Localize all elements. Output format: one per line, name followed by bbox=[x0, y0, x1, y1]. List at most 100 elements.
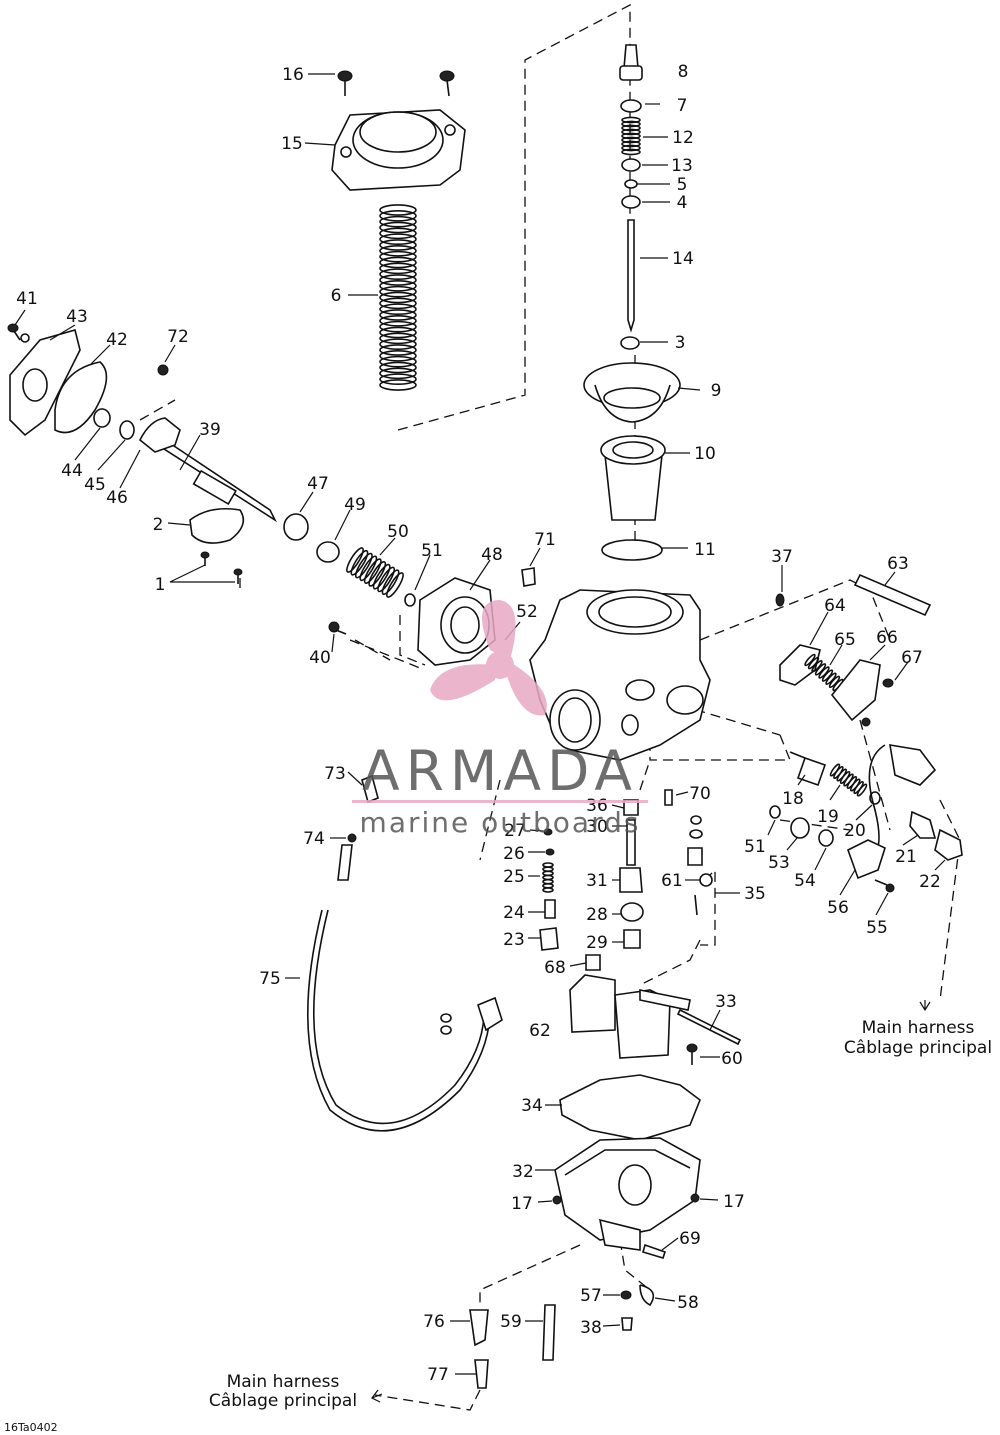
cap-22 bbox=[934, 828, 963, 861]
spring-coil bbox=[379, 285, 417, 298]
callout-77: 77 bbox=[427, 1365, 449, 1385]
figure-code: 16Ta0402 bbox=[4, 1421, 58, 1434]
callout-3: 3 bbox=[675, 333, 686, 353]
callout-45: 45 bbox=[84, 475, 106, 495]
callout-28: 28 bbox=[586, 905, 608, 925]
fitting-77 bbox=[474, 1359, 489, 1389]
bracket-56 bbox=[847, 839, 886, 880]
arrow-right-harness bbox=[919, 1000, 931, 1012]
callout-27: 27 bbox=[504, 821, 526, 841]
callout-39: 39 bbox=[199, 420, 221, 440]
cable-75 bbox=[307, 909, 503, 1132]
plug-71 bbox=[521, 567, 536, 587]
callout-34: 34 bbox=[521, 1096, 543, 1116]
callout-42: 42 bbox=[106, 330, 128, 350]
spring-coil bbox=[379, 303, 417, 316]
float-62 bbox=[569, 974, 691, 1059]
callout-55: 55 bbox=[866, 918, 888, 938]
callout-17b: 17 bbox=[723, 1192, 745, 1212]
callout-13: 13 bbox=[671, 156, 693, 176]
callout-62: 62 bbox=[529, 1021, 551, 1041]
slide-10 bbox=[600, 435, 666, 521]
callout-52: 52 bbox=[516, 602, 538, 622]
needle-stack bbox=[619, 44, 643, 350]
spring-coil bbox=[372, 563, 391, 590]
callout-15: 15 bbox=[281, 134, 303, 154]
callout-16: 16 bbox=[282, 65, 304, 85]
callout-2: 2 bbox=[153, 515, 164, 535]
callout-51b: 51 bbox=[744, 837, 766, 857]
washer-53 bbox=[790, 817, 810, 839]
jets-left bbox=[337, 774, 559, 951]
spring-coil bbox=[621, 140, 641, 148]
spring-coil bbox=[379, 274, 417, 286]
housing-48 bbox=[417, 577, 496, 666]
spring-coil bbox=[379, 332, 417, 345]
callout-23: 23 bbox=[503, 930, 525, 950]
callout-65: 65 bbox=[834, 630, 856, 650]
callout-40: 40 bbox=[309, 648, 331, 668]
callout-6: 6 bbox=[331, 286, 342, 306]
callout-5: 5 bbox=[677, 175, 688, 195]
callout-64: 64 bbox=[824, 596, 846, 616]
callout-4: 4 bbox=[677, 193, 688, 213]
cablage-note-left: Câblage principal bbox=[209, 1391, 357, 1411]
callout-32: 32 bbox=[512, 1162, 534, 1182]
lever-46 bbox=[138, 417, 181, 453]
spring-coil bbox=[377, 566, 396, 593]
spring-coil bbox=[379, 262, 417, 275]
spring-coil bbox=[621, 124, 641, 132]
propeller-logo bbox=[430, 600, 547, 716]
callout-47: 47 bbox=[307, 474, 329, 494]
float-valve-set bbox=[664, 789, 713, 916]
callout-8: 8 bbox=[678, 62, 689, 82]
spring-coil bbox=[379, 320, 417, 333]
callout-20: 20 bbox=[844, 821, 866, 841]
plate-2 bbox=[189, 507, 245, 544]
watermark-brand: ARMADA bbox=[362, 739, 638, 803]
sensor-18 bbox=[789, 751, 827, 787]
washer-45 bbox=[119, 420, 135, 440]
spring-coil bbox=[379, 204, 417, 216]
cover-66 bbox=[830, 659, 881, 722]
callout-33: 33 bbox=[715, 992, 737, 1012]
callout-22: 22 bbox=[919, 872, 941, 892]
callout-74: 74 bbox=[303, 829, 325, 849]
callout-7: 7 bbox=[677, 96, 688, 116]
washer-54 bbox=[818, 829, 834, 847]
callout-67: 67 bbox=[901, 648, 923, 668]
spring-coil bbox=[379, 314, 417, 327]
spring-coil bbox=[354, 552, 373, 579]
spring-coil bbox=[621, 136, 641, 144]
callout-58: 58 bbox=[677, 1293, 699, 1313]
spring-coil bbox=[381, 569, 400, 596]
o-ring-51b bbox=[769, 805, 781, 819]
spring-coil bbox=[386, 572, 404, 598]
main-harness-note-left: Main harness bbox=[227, 1372, 340, 1392]
callout-63: 63 bbox=[887, 554, 909, 574]
spring-coil bbox=[379, 361, 417, 374]
spring-coil bbox=[621, 132, 641, 140]
callout-43: 43 bbox=[66, 307, 88, 327]
screws-17 bbox=[552, 1193, 700, 1205]
callout-38: 38 bbox=[580, 1318, 602, 1338]
top-cover-15 bbox=[331, 109, 466, 191]
callout-25: 25 bbox=[503, 867, 525, 887]
spring-coil bbox=[363, 558, 382, 584]
callout-61: 61 bbox=[661, 871, 683, 891]
spring-coil bbox=[379, 326, 417, 339]
callout-30: 30 bbox=[586, 817, 608, 837]
spring-coil bbox=[379, 215, 417, 228]
spring-50 bbox=[346, 547, 404, 598]
spring-6 bbox=[379, 204, 417, 391]
callout-48: 48 bbox=[481, 545, 503, 565]
spring-coil bbox=[350, 549, 369, 576]
callout-35: 35 bbox=[744, 884, 766, 904]
fitting-37 bbox=[775, 593, 785, 607]
connector-head bbox=[889, 744, 937, 786]
callout-49: 49 bbox=[344, 495, 366, 515]
spring-coil bbox=[379, 239, 417, 251]
o-ring-20 bbox=[869, 791, 881, 805]
